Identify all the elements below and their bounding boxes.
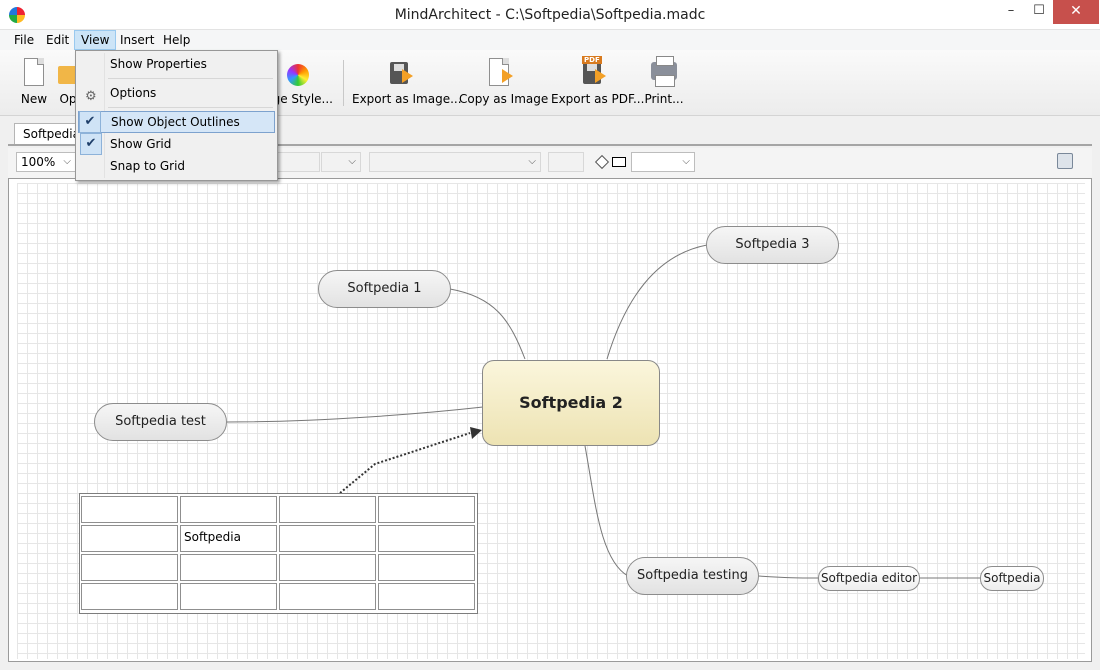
table-cell[interactable] — [180, 496, 277, 523]
print-button[interactable]: Print... — [644, 56, 684, 106]
new-label: New — [20, 92, 48, 106]
table-cell[interactable] — [279, 554, 376, 581]
table-cell[interactable] — [279, 583, 376, 610]
export-image-icon — [387, 56, 415, 88]
zoom-value: 100% — [21, 155, 56, 169]
diamond-shape-icon[interactable] — [594, 154, 610, 170]
open-button[interactable]: Op — [58, 56, 78, 106]
tab-underline — [8, 144, 1092, 146]
copy-image-icon — [487, 56, 515, 88]
app-icon[interactable] — [9, 7, 25, 23]
toolbar-separator — [343, 60, 344, 106]
new-document-icon — [20, 56, 48, 88]
minimize-button[interactable]: – — [1007, 3, 1015, 18]
menu-insert[interactable]: Insert — [120, 33, 155, 47]
table-cell[interactable] — [378, 496, 475, 523]
copy-image-button[interactable]: Copy as Image — [459, 56, 549, 106]
table-object[interactable]: Softpedia — [79, 493, 478, 614]
chevron-down-icon: ⌵ — [63, 156, 71, 167]
new-button[interactable]: New — [16, 56, 52, 106]
menu-item-show-grid[interactable]: ✔ Show Grid — [78, 133, 275, 155]
change-style-label: nge Style... — [264, 92, 333, 106]
menu-separator — [108, 107, 273, 108]
node-softpedia-leaf[interactable]: Softpedia — [980, 566, 1044, 591]
node-softpedia-1[interactable]: Softpedia 1 — [318, 270, 451, 308]
menu-item-snap-to-grid[interactable]: Snap to Grid — [110, 159, 186, 173]
chevron-down-icon: ⌵ — [528, 156, 536, 167]
menu-item-options-label: Options — [110, 86, 157, 100]
zoom-select[interactable]: 100% ⌵ — [16, 152, 76, 172]
printer-icon — [650, 56, 678, 88]
menu-view[interactable]: View — [74, 30, 117, 50]
node-softpedia-editor[interactable]: Softpedia editor — [818, 566, 920, 591]
menu-file[interactable]: File — [14, 33, 35, 47]
table-cell[interactable] — [180, 583, 277, 610]
change-style-button[interactable]: nge Style... — [262, 56, 336, 106]
window-title: MindArchitect - C:\Softpedia\Softpedia.m… — [394, 7, 706, 23]
menu-help[interactable]: Help — [163, 33, 191, 47]
rectangle-shape-icon[interactable] — [612, 157, 626, 167]
menu-item-show-grid-label: Show Grid — [110, 137, 172, 151]
table-cell[interactable] — [378, 525, 475, 552]
export-image-label: Export as Image... — [352, 92, 462, 106]
shape-selector[interactable] — [594, 154, 629, 170]
table-cell[interactable] — [279, 525, 376, 552]
maximize-button[interactable]: ☐ — [1033, 3, 1045, 18]
open-label: Op — [59, 92, 77, 106]
gear-icon: ⚙ — [85, 89, 97, 104]
close-button[interactable]: ✕ — [1053, 0, 1099, 24]
font-size-box[interactable] — [276, 152, 320, 172]
menu-item-options[interactable]: ⚙ Options — [78, 82, 275, 104]
node-softpedia-testing[interactable]: Softpedia testing — [626, 557, 759, 595]
menu-item-show-object-outlines-label: Show Object Outlines — [111, 115, 240, 129]
export-image-button[interactable]: Export as Image... — [352, 56, 462, 106]
view-menu-dropdown: Show Properties ⚙ Options ✔ Show Object … — [75, 50, 278, 181]
title-bar: MindArchitect - C:\Softpedia\Softpedia.m… — [0, 0, 1100, 30]
table-cell[interactable] — [180, 554, 277, 581]
style-select[interactable]: ⌵ — [631, 152, 695, 172]
node-softpedia-3[interactable]: Softpedia 3 — [706, 226, 839, 264]
table-cell[interactable] — [378, 554, 475, 581]
table-cell[interactable] — [378, 583, 475, 610]
check-icon: ✔ — [79, 111, 101, 133]
menu-item-show-properties[interactable]: Show Properties — [110, 57, 207, 71]
pdf-tag: PDF — [582, 56, 602, 64]
print-label: Print... — [644, 92, 684, 106]
table-cell[interactable]: Softpedia — [180, 525, 277, 552]
menu-separator — [108, 78, 273, 79]
folder-icon — [58, 56, 78, 88]
table-cell[interactable] — [81, 496, 178, 523]
check-icon: ✔ — [80, 133, 102, 155]
palette-icon — [285, 56, 313, 88]
color-box[interactable] — [548, 152, 584, 172]
table-cell[interactable] — [279, 496, 376, 523]
properties-panel-icon[interactable] — [1057, 153, 1073, 169]
tab-softpedia[interactable]: Softpedia — [14, 123, 80, 145]
line-width-select[interactable]: ⌵ — [321, 152, 361, 172]
menu-edit[interactable]: Edit — [46, 33, 70, 47]
chevron-down-icon: ⌵ — [682, 156, 690, 167]
menu-item-show-object-outlines[interactable]: ✔ Show Object Outlines — [78, 111, 275, 133]
chevron-down-icon: ⌵ — [348, 156, 356, 167]
table-cell[interactable] — [81, 583, 178, 610]
node-root-softpedia-2[interactable]: Softpedia 2 — [482, 360, 660, 446]
table-cell[interactable] — [81, 525, 178, 552]
font-family-select[interactable]: ⌵ — [369, 152, 541, 172]
export-pdf-button[interactable]: PDF Export as PDF... — [551, 56, 645, 106]
copy-image-label: Copy as Image — [459, 92, 549, 106]
export-pdf-icon: PDF — [580, 56, 608, 88]
menu-bar: File Edit View Insert Help — [0, 30, 1100, 50]
node-softpedia-test[interactable]: Softpedia test — [94, 403, 227, 441]
table-cell[interactable] — [81, 554, 178, 581]
export-pdf-label: Export as PDF... — [551, 92, 645, 106]
